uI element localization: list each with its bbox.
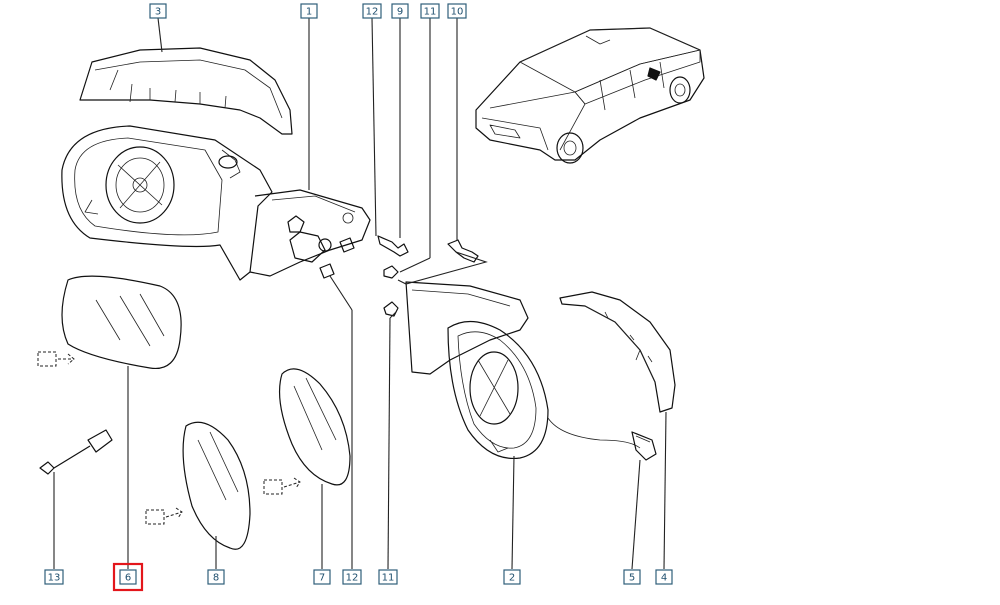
pack-symbol-7-icon (263, 479, 283, 495)
svg-text:13: 13 (48, 573, 61, 584)
svg-text:11: 11 (382, 573, 395, 584)
fasteners-group (319, 235, 479, 317)
svg-text:11: 11 (424, 7, 437, 18)
callout-6-highlight-frame (112, 562, 144, 592)
part-8-mirror-glass-small (182, 421, 251, 550)
svg-text:6: 6 (125, 573, 131, 584)
part-4-lower-cover (559, 291, 676, 413)
callout-11-bottom: 11 (378, 569, 398, 585)
callout-1: 1 (300, 3, 318, 19)
nut-12-lower-icon (319, 263, 335, 279)
part-13-sensor-wire (39, 429, 113, 475)
callouts-top: 3 1 12 9 11 10 (149, 3, 467, 19)
svg-text:3: 3 (155, 7, 161, 18)
callout-12-top: 12 (362, 3, 382, 19)
svg-text:1: 1 (306, 7, 312, 18)
callout-4: 4 (655, 569, 673, 585)
nut-12-upper-icon (339, 237, 355, 253)
callouts-bottom: 13 6 8 7 12 11 2 5 (44, 562, 673, 592)
part-5-wire-harness (547, 417, 657, 461)
svg-text:12: 12 (346, 573, 359, 584)
callout-10: 10 (447, 3, 467, 19)
pack-symbol-6-icon (37, 351, 57, 367)
callout-2: 2 (503, 569, 521, 585)
svg-text:10: 10 (451, 7, 464, 18)
svg-text:12: 12 (366, 7, 379, 18)
svg-text:4: 4 (661, 573, 667, 584)
svg-text:8: 8 (213, 573, 219, 584)
part-1-mirror-housing (61, 125, 371, 281)
part-7-mirror-glass-medium (278, 368, 351, 486)
car-illustration (475, 27, 705, 164)
callout-3: 3 (149, 3, 167, 19)
callout-11-top: 11 (420, 3, 440, 19)
pack-symbols (37, 351, 301, 525)
nut-11-lower-icon (383, 301, 399, 317)
svg-text:9: 9 (397, 7, 403, 18)
callout-5: 5 (623, 569, 641, 585)
part-6-mirror-glass (61, 275, 182, 370)
callout-12-bottom: 12 (342, 569, 362, 585)
screw-9-icon (377, 235, 409, 257)
callout-13: 13 (44, 569, 64, 585)
screw-10-icon (447, 239, 479, 263)
nut-11-upper-icon (383, 265, 399, 279)
leader-lines (53, 17, 667, 570)
svg-text:2: 2 (509, 573, 515, 584)
part-3-upper-cover (79, 47, 293, 135)
part-2-mirror-housing-right (405, 281, 549, 460)
callout-9: 9 (391, 3, 409, 19)
svg-text:7: 7 (319, 573, 325, 584)
callout-7: 7 (313, 569, 331, 585)
callout-8: 8 (207, 569, 225, 585)
pack-symbol-8-icon (145, 509, 165, 525)
callout-6: 6 (112, 562, 144, 592)
svg-text:5: 5 (629, 573, 635, 584)
